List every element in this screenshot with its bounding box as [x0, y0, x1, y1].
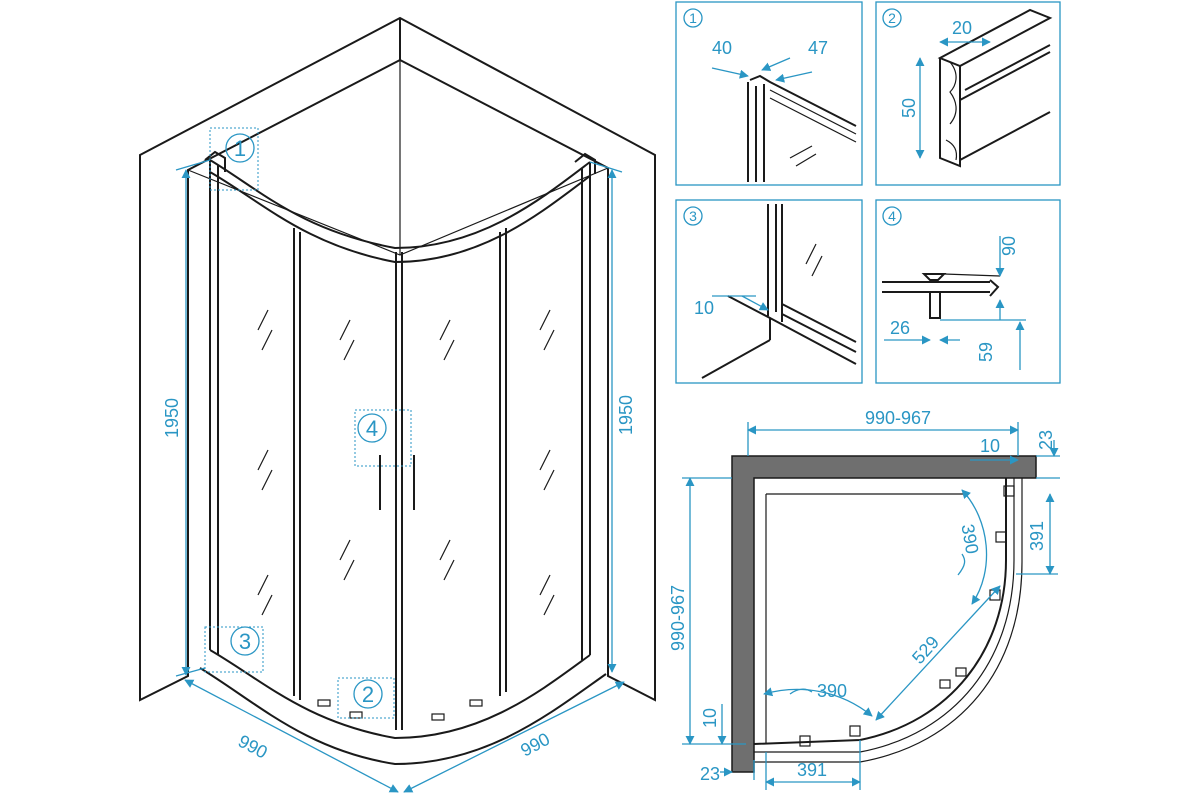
dim-width-right: 990 [517, 729, 553, 761]
dim-width-left: 990 [235, 731, 271, 763]
detail-1-arrow-a [711, 67, 749, 79]
plan-dim-top-width: 990-967 [865, 408, 931, 428]
plan-dim-left-height: 990-967 [668, 585, 688, 651]
detail-1-number: 1 [689, 10, 697, 26]
plan-dim-top-right-offset: 23 [1036, 430, 1056, 450]
detail-3-number-circle [683, 206, 703, 226]
detail-3-dim-gap: 10 [694, 298, 714, 318]
detail-1-arrow-b [761, 57, 791, 71]
detail-4-dim-b: 26 [890, 318, 910, 338]
detail-3-arrow [741, 295, 769, 311]
callout-box-4 [354, 409, 412, 467]
detail-4-dim-a: 90 [999, 236, 1019, 256]
detail-4-dim-c: 59 [976, 342, 996, 362]
detail-1-number-circle [683, 8, 703, 28]
detail-2-number: 2 [888, 10, 896, 26]
plan-dim-arc-right: 390 [957, 522, 982, 555]
callout-label-3: 3 [239, 629, 251, 654]
plan-dim-bottom-segment: 391 [797, 760, 827, 780]
callout-box-3 [204, 626, 264, 673]
plan-dim-arc-bottom [763, 687, 873, 717]
plan-walls [731, 455, 1037, 773]
dim-height-right: 1950 [616, 395, 636, 435]
callout-label-1: 1 [234, 136, 246, 161]
detail-1-dim-a: 40 [712, 38, 732, 58]
dim-ext-height-left-top [175, 159, 211, 171]
plan-dim-top-offset: 10 [980, 436, 1000, 456]
plan-dim-arc-bottom: 390 [817, 681, 847, 701]
enclosure-frame [199, 150, 607, 766]
plan-arc-symbol-bottom [789, 688, 813, 695]
callout-circle-1 [225, 133, 255, 163]
detail-panel-4: 4 90 26 59 [875, 199, 1061, 384]
detail-panel-2: 2 50 20 [875, 1, 1061, 186]
dim-ext-height-left-bottom [175, 667, 206, 677]
dim-line-width-left [184, 679, 399, 793]
detail-4-number-circle [882, 206, 902, 226]
detail-panel-1: 1 40 47 [675, 1, 863, 186]
callout-label-4: 4 [366, 416, 378, 441]
callout-box-1 [209, 127, 259, 191]
detail-2-dim-height: 50 [899, 98, 919, 118]
detail-1-arrow-c [775, 71, 813, 83]
detail-4-number: 4 [888, 208, 896, 224]
detail-panel-3: 3 10 [675, 199, 863, 384]
detail-2-dim-width: 20 [952, 18, 972, 38]
detail-3-number: 3 [689, 208, 697, 224]
plan-view: 990-967 10 23 391 390 529 390 990-967 10… [668, 408, 1060, 790]
plan-dim-bottom-offset: 23 [700, 764, 720, 784]
plan-dim-right-segment: 391 [1027, 521, 1047, 551]
plan-dim-diagonal: 529 [908, 632, 943, 668]
dim-line-width-right [403, 681, 625, 793]
dim-height-left: 1950 [162, 398, 182, 438]
plan-dim-line-diagonal [875, 585, 1001, 721]
callout-circle-4 [357, 413, 387, 443]
plan-dim-left-offset: 10 [700, 708, 720, 728]
dim-ext-height-right-top [589, 161, 623, 173]
plan-arc-symbol-right [957, 553, 966, 576]
detail-1-dim-b: 47 [808, 38, 828, 58]
isometric-view: 1 2 3 4 1950 1950 990 990 [139, 16, 656, 793]
callout-circle-3 [230, 626, 260, 656]
detail-2-number-circle [882, 8, 902, 28]
callout-label-2: 2 [362, 682, 374, 707]
